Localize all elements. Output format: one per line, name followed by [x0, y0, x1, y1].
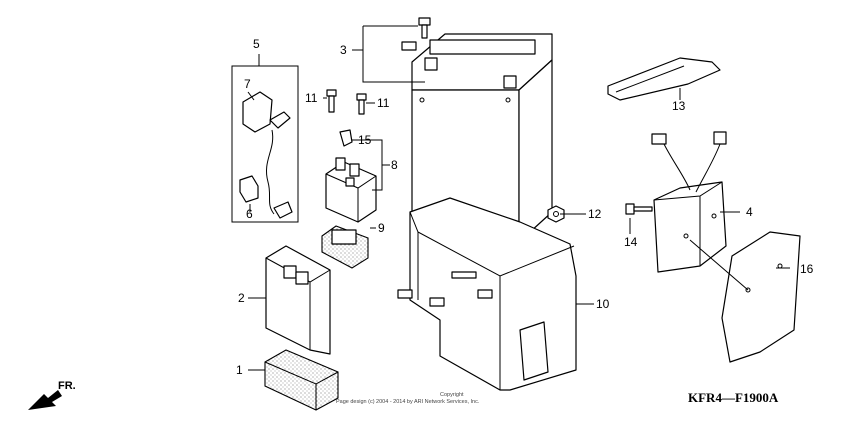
part-number-11-right[interactable]: 11 — [377, 96, 390, 110]
part-number-4[interactable]: 4 — [746, 205, 753, 219]
part-number-9[interactable]: 9 — [378, 221, 385, 235]
battery-cable[interactable] — [266, 111, 293, 219]
part-number-8[interactable]: 8 — [391, 158, 398, 172]
terminal-boot[interactable] — [239, 175, 259, 203]
part-number-3[interactable]: 3 — [340, 43, 347, 57]
copyright-heading: Copyright — [440, 392, 464, 398]
nut[interactable] — [547, 205, 565, 223]
starter-relay[interactable] — [325, 157, 377, 223]
part-number-12[interactable]: 12 — [588, 207, 602, 221]
diagram-code: KFR4—F1900A — [688, 390, 779, 405]
part-number-5[interactable]: 5 — [253, 37, 260, 51]
battery-band[interactable] — [607, 57, 721, 101]
part-number-13[interactable]: 13 — [672, 99, 686, 113]
copyright-notice: Page design (c) 2004 - 2014 by ARI Netwo… — [336, 399, 480, 405]
regulator-rectifier[interactable] — [651, 131, 727, 273]
relay-holder[interactable] — [321, 225, 369, 269]
relay-cable-group-frame — [231, 65, 299, 223]
fuse-box[interactable] — [265, 245, 331, 355]
terminal-cover[interactable] — [242, 91, 273, 133]
part-number-16[interactable]: 16 — [800, 262, 814, 276]
part-number-14[interactable]: 14 — [624, 235, 638, 249]
regulator-bolt[interactable] — [625, 203, 653, 215]
bolt-right[interactable] — [356, 93, 367, 115]
part-number-15[interactable]: 15 — [358, 133, 372, 147]
regulator-plate[interactable] — [721, 231, 801, 363]
front-direction-arrow-icon — [28, 390, 62, 410]
foam-cushion[interactable] — [264, 349, 339, 411]
part-number-2[interactable]: 2 — [238, 291, 245, 305]
direction-label: FR. — [58, 380, 76, 392]
part-number-1[interactable]: 1 — [236, 363, 243, 377]
relay-rubber-cover[interactable] — [339, 129, 353, 147]
battery-box[interactable] — [397, 197, 577, 391]
part-number-11-left[interactable]: 11 — [305, 91, 318, 105]
battery-terminal-bolt[interactable] — [401, 17, 431, 51]
bolt-left[interactable] — [326, 89, 337, 113]
part-number-10[interactable]: 10 — [596, 297, 610, 311]
part-number-6[interactable]: 6 — [246, 207, 253, 221]
part-number-7[interactable]: 7 — [244, 77, 251, 91]
